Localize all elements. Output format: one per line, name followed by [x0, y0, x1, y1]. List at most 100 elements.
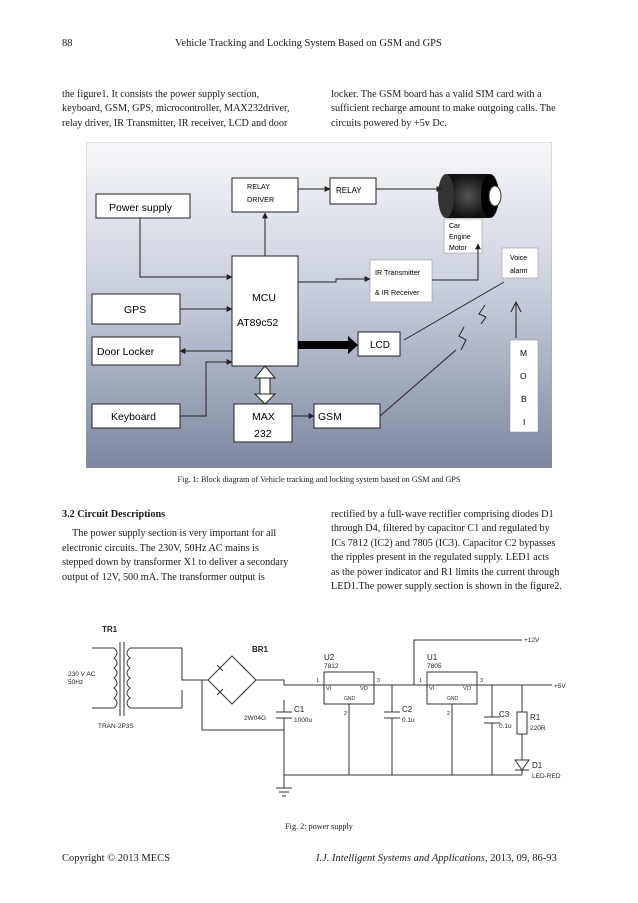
journal-issue: 2013, 09, 86-93: [487, 853, 557, 864]
figure2-caption: Fig. 2: power supply: [285, 822, 353, 831]
c2-label: C2: [402, 705, 413, 714]
u1-pin2: 2: [447, 711, 450, 717]
u2-pin2: 2: [344, 711, 347, 717]
c2-value: 0.1u: [402, 717, 415, 724]
door-locker-block: [91, 336, 181, 366]
text-line: rectified by a full-wave rectifier compr…: [331, 509, 554, 520]
tr1-label: TR1: [102, 625, 118, 634]
u1-pin3: 3: [480, 678, 483, 684]
figure1-caption: Fig. 1: Block diagram of Vehicle trackin…: [177, 475, 461, 484]
c1-value: 1000u: [294, 717, 312, 724]
u2-vi: VI: [326, 686, 332, 692]
c1-label: C1: [294, 705, 305, 714]
u2-vo: VO: [360, 686, 369, 692]
u2-label: U2: [324, 653, 335, 662]
gsm-block: [313, 403, 381, 429]
u1-gnd: GND: [447, 696, 459, 702]
diagram-connections: [139, 186, 522, 419]
running-title: Vehicle Tracking and Locking System Base…: [175, 38, 442, 49]
voice-alarm-block: [501, 247, 539, 279]
ac-label-2: 50Hz: [68, 679, 83, 686]
voice-alarm-label-1: Voice: [510, 255, 527, 262]
text-line: ICs 7812 (IC2) and 7805 (IC3). Capacitor…: [331, 537, 556, 549]
gsm-label: GSM: [318, 411, 342, 423]
keyboard-block: [91, 403, 181, 429]
d1-label: D1: [532, 761, 543, 770]
u1-vo: VO: [463, 686, 472, 692]
plus12-label: +12V: [524, 637, 540, 644]
text-line: the ripples present in the regulated sup…: [331, 552, 550, 564]
mcu-label-2: AT89c52: [237, 317, 278, 329]
lcd-label: LCD: [370, 340, 390, 351]
lcd-block: [357, 331, 401, 357]
relay-driver-block: [231, 177, 299, 213]
text-line: LED1.The power supply section is shown i…: [331, 581, 562, 593]
br1-label: BR1: [252, 645, 269, 654]
ir-label-1: IR Transmitter: [375, 268, 421, 277]
intro-right-column: locker. The GSM board has a valid SIM ca…: [331, 88, 577, 131]
relay-driver-label-2: DRIVER: [247, 195, 274, 204]
relay-label: RELAY: [336, 186, 362, 195]
max232-label-2: 232: [254, 428, 272, 440]
text-line: stepped down by transformer X1 to delive…: [62, 557, 289, 569]
u1-part: 7805: [427, 663, 442, 670]
d1-value: LED-RED: [532, 773, 561, 780]
text-line: circuits powered by +5v Dc.: [331, 117, 447, 129]
relay-block: [329, 177, 377, 205]
car-engine-label-1: Car: [449, 223, 461, 230]
u1-vi: VI: [429, 686, 435, 692]
u2-pin3: 3: [377, 678, 380, 684]
schematic-labels: TR1 230 V AC 50Hz TRAN-2P3S BR1 2W04G C1…: [68, 625, 566, 780]
mobile-letter: B: [521, 394, 527, 404]
power-supply-block: [95, 193, 191, 219]
text-line: through D4, filtered by capacitor C1 and…: [331, 523, 550, 535]
u2-pin1: 1: [316, 678, 319, 684]
ir-label-2: & IR Receiver: [375, 288, 420, 297]
text-line: electronic circuits. The 230V, 50Hz AC m…: [62, 542, 259, 554]
car-engine-label-3: Motor: [449, 245, 468, 252]
car-engine-label-2: Engine: [449, 234, 471, 241]
text-line: as the power indicator and R1 limits the…: [331, 566, 560, 578]
voice-alarm-label-2: alarm: [510, 268, 528, 275]
section-right-column: rectified by a full-wave rectifier compr…: [331, 508, 577, 594]
power-supply-label: Power supply: [109, 202, 173, 214]
ac-label-1: 230 V AC: [68, 671, 96, 678]
text-line: sufficient recharge amount to make outgo…: [331, 103, 556, 115]
text-line: locker. The GSM board has a valid SIM ca…: [331, 89, 542, 100]
mobile-letter: M: [520, 348, 527, 358]
section-heading: 3.2 Circuit Descriptions: [62, 509, 166, 520]
relay-driver-label-1: RELAY: [247, 182, 270, 191]
mcu-lcd-arrow: [298, 336, 358, 354]
schematic-wires: [92, 639, 552, 797]
text-line: output of 12V, 500 mA. The transformer o…: [62, 571, 265, 583]
ir-block: [369, 259, 433, 303]
journal-citation: I.J. Intelligent Systems and Application…: [316, 853, 557, 864]
u1-pin1: 1: [419, 678, 422, 684]
trans-label: TRAN-2P3S: [98, 723, 134, 730]
mcu-block: [231, 255, 299, 367]
block-diagram-figure: Power supply RELAY DRIVER RELAY Car Engi…: [86, 142, 552, 468]
journal-name: I.J. Intelligent Systems and Application…: [316, 853, 488, 864]
section-left-column: 3.2 Circuit Descriptions The power suppl…: [62, 508, 310, 585]
c3-value: 0.1u: [499, 723, 512, 730]
mcu-label-1: MCU: [252, 292, 276, 304]
car-motor-icon: [438, 174, 502, 218]
text-line: relay driver, IR Transmitter, IR receive…: [62, 117, 288, 129]
mobile-letter: O: [520, 371, 527, 381]
power-supply-schematic: TR1 230 V AC 50Hz TRAN-2P3S BR1 2W04G C1…: [68, 625, 566, 797]
u1-label: U1: [427, 653, 438, 662]
page-number: 88: [62, 38, 73, 49]
u2-gnd: GND: [344, 696, 356, 702]
u2-part: 7812: [324, 663, 339, 670]
r1-label: R1: [530, 713, 541, 722]
text-line: keyboard, GSM, GPS, microcontroller, MAX…: [62, 103, 290, 115]
door-locker-label: Door Locker: [97, 346, 155, 358]
max232-label-1: MAX: [252, 411, 275, 423]
max232-block: [233, 403, 293, 443]
keyboard-label: Keyboard: [111, 411, 156, 423]
mobile-letter: I: [523, 417, 525, 427]
gps-block: [91, 293, 181, 325]
plus5-label: +5V: [554, 683, 566, 690]
mobile-block: [509, 339, 539, 433]
gps-label: GPS: [124, 304, 146, 316]
